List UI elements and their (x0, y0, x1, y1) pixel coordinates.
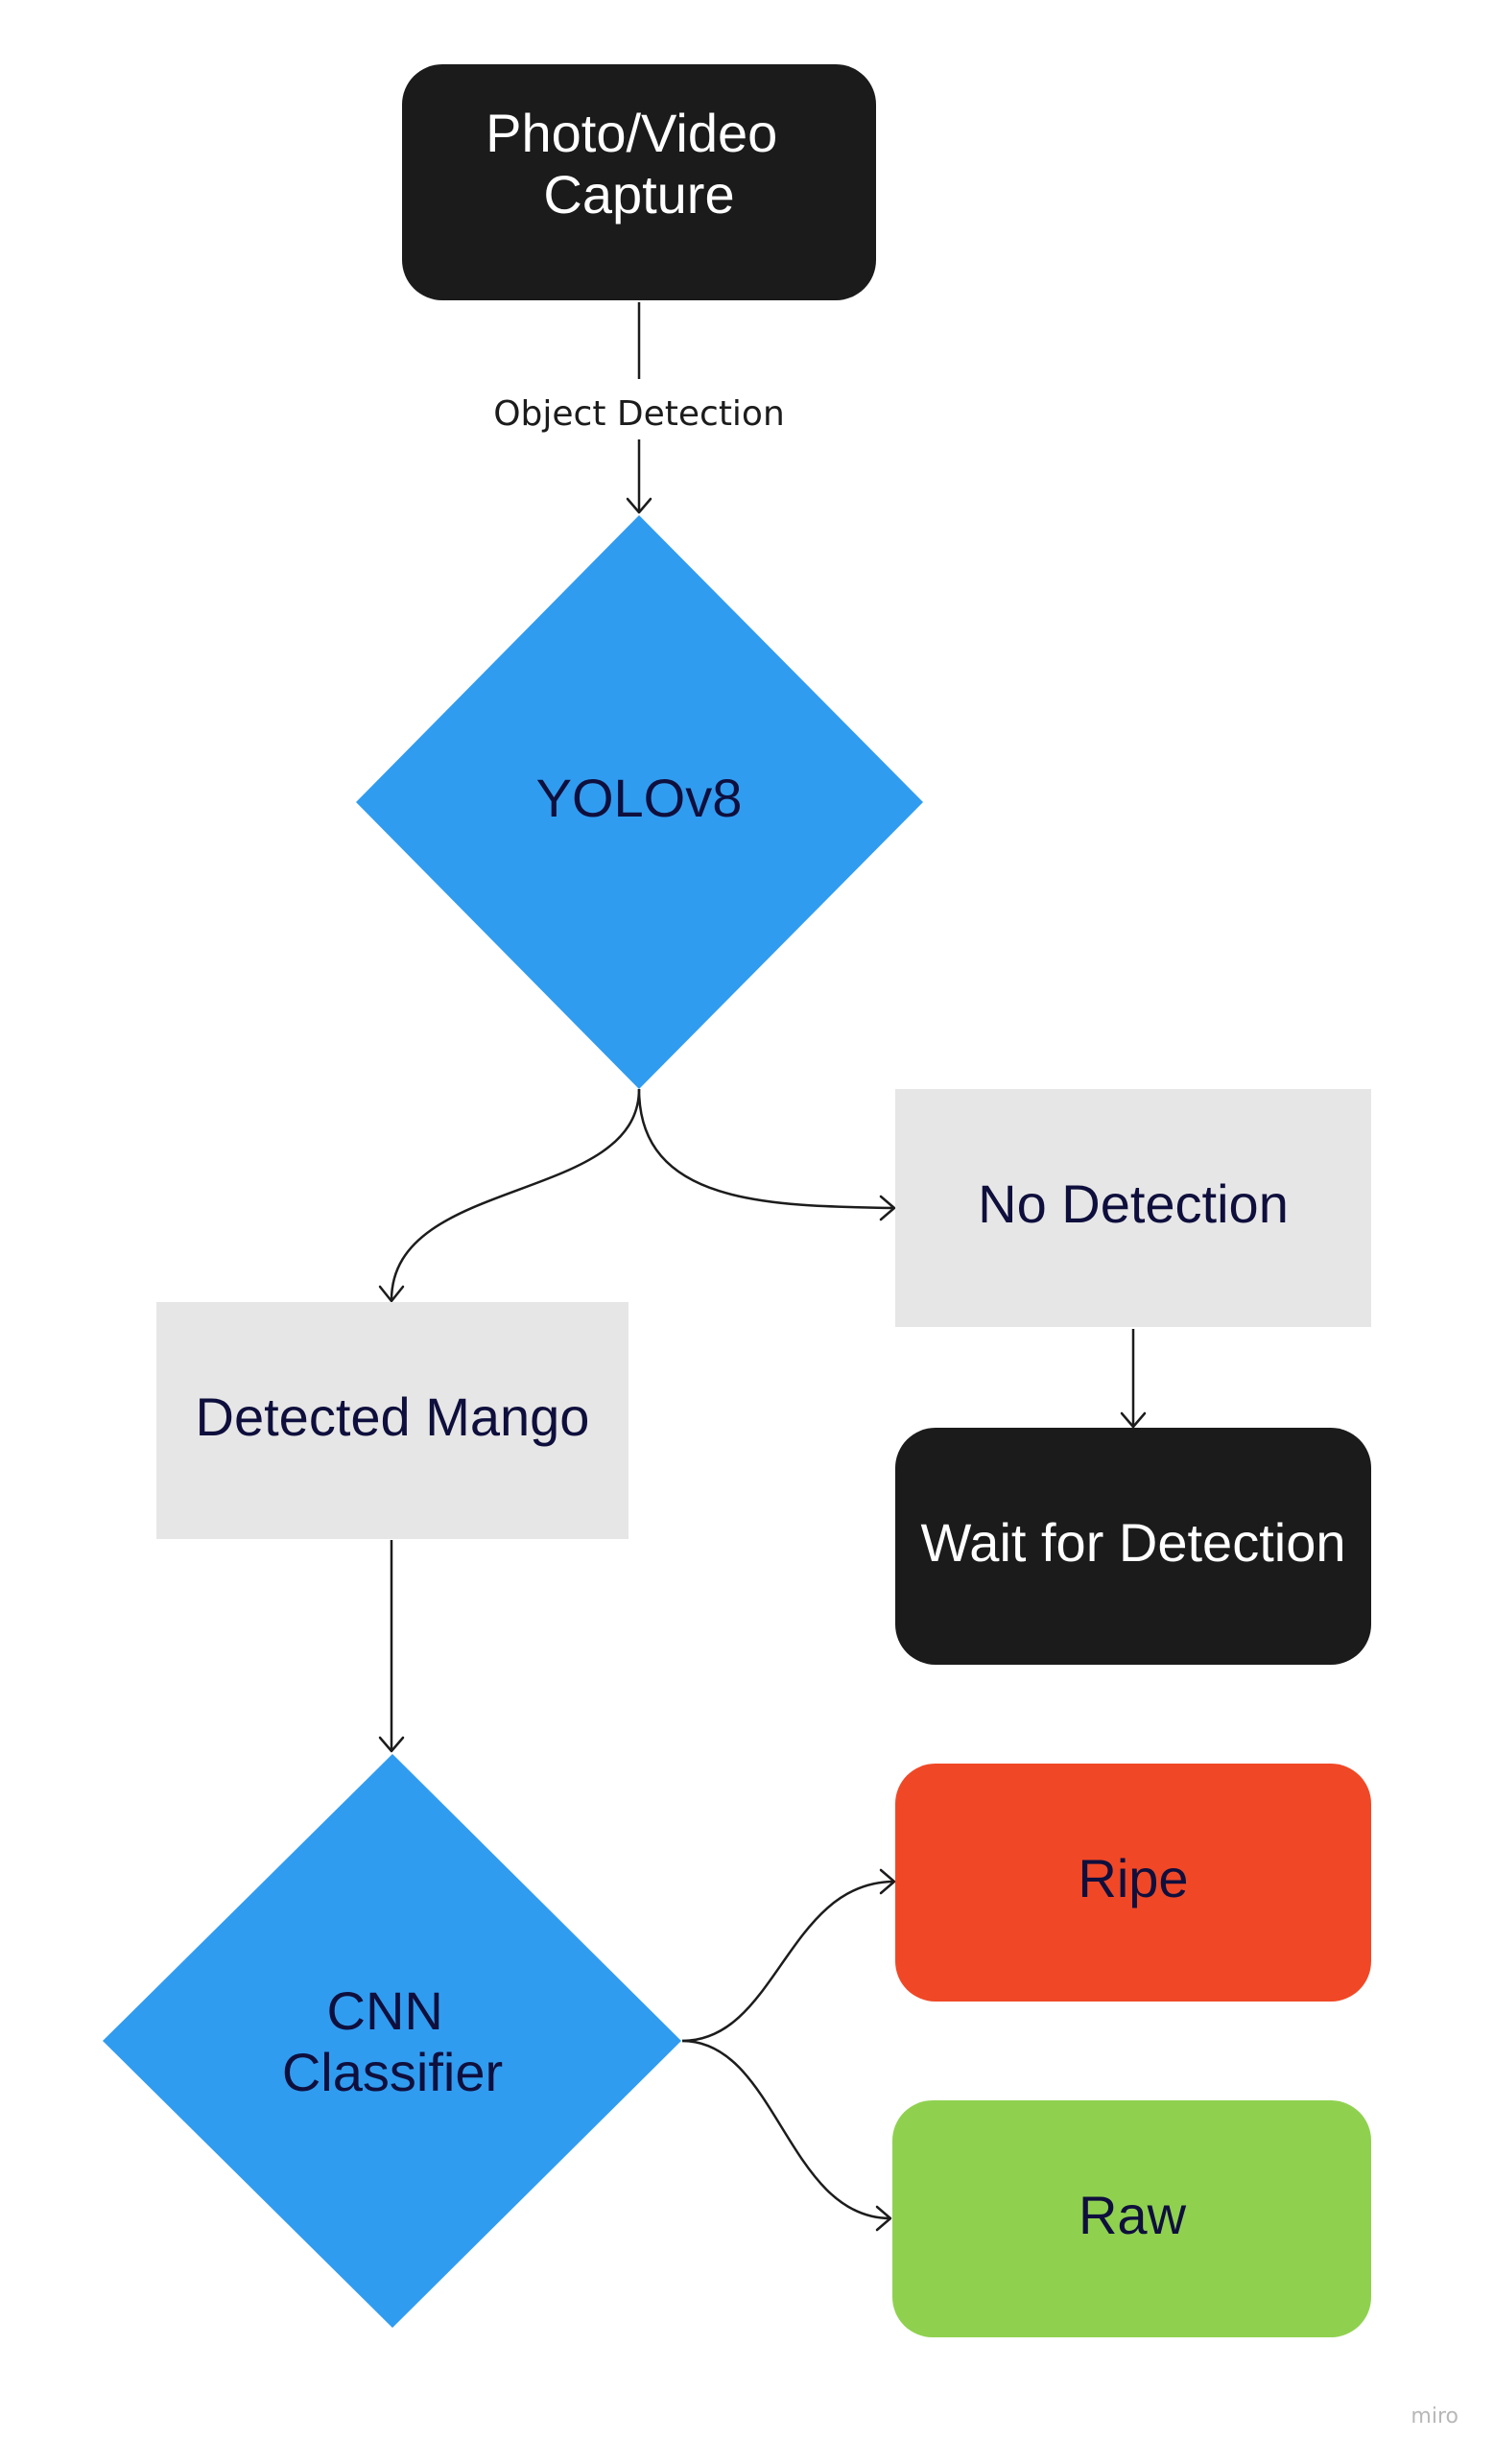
node-detected-mango-shape (156, 1302, 628, 1539)
node-capture-line1: Photo/Video (486, 103, 777, 163)
edges: Object Detection (378, 302, 1147, 2232)
edge-label-object-detection: Object Detection (493, 394, 785, 434)
edge-detected-mango-to-cnn[interactable] (378, 1540, 405, 1753)
node-ripe[interactable]: Ripe (895, 1764, 1371, 2002)
node-detected-mango-label: Detected Mango (196, 1386, 590, 1447)
node-capture-line2: Capture (543, 164, 734, 225)
node-yolo-shape (356, 515, 923, 1089)
node-detected-mango[interactable]: Detected Mango (156, 1302, 628, 1539)
node-yolo-label: YOLOv8 (536, 768, 743, 828)
node-cnn-shape (103, 1754, 681, 2328)
node-cnn-line1: CNN (327, 1980, 443, 2041)
node-raw-label: Raw (1079, 2185, 1187, 2245)
node-cnn-label: CNN Classifier (282, 1980, 503, 2102)
node-raw[interactable]: Raw (892, 2100, 1371, 2337)
node-wait-for-detection[interactable]: Wait for Detection (895, 1428, 1371, 1665)
miro-watermark: miro (1411, 2405, 1458, 2428)
node-wait-shape (895, 1428, 1371, 1665)
edge-capture-to-yolo[interactable] (626, 302, 652, 514)
edge-cnn-to-ripe[interactable] (681, 1868, 896, 2043)
edge-no-detection-to-wait[interactable] (1120, 1329, 1147, 1429)
node-yolov8[interactable]: YOLOv8 (356, 515, 923, 1089)
node-ripe-label: Ripe (1078, 1848, 1188, 1908)
node-wait-label: Wait for Detection (921, 1512, 1346, 1573)
node-cnn-line2: Classifier (282, 2042, 503, 2102)
edge-cnn-to-raw[interactable] (681, 2039, 892, 2232)
edge-yolo-to-no-detection[interactable] (637, 1088, 896, 1221)
node-capture-shape (402, 64, 876, 300)
node-ripe-shape (895, 1764, 1371, 2002)
node-photo-video-capture[interactable]: Photo/Video Capture (402, 64, 876, 300)
node-cnn-classifier[interactable]: CNN Classifier (103, 1754, 681, 2328)
node-raw-shape (892, 2100, 1371, 2337)
edge-yolo-to-detected-mango[interactable] (378, 1088, 641, 1303)
node-no-detection-label: No Detection (978, 1173, 1289, 1234)
node-no-detection-shape (895, 1089, 1371, 1327)
node-no-detection[interactable]: No Detection (895, 1089, 1371, 1327)
node-capture-label: Photo/Video Capture (486, 103, 793, 225)
